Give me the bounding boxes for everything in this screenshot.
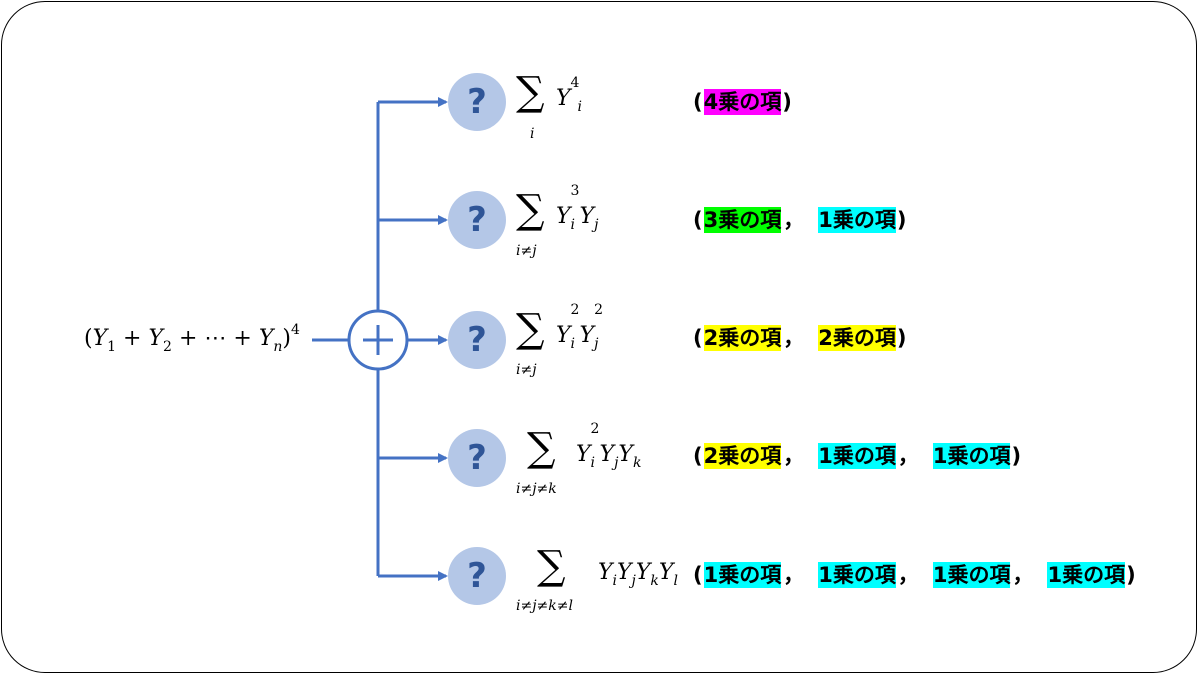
term-label: 1乗の項 [818,207,896,233]
term-label: 4乗の項 [703,89,782,115]
term-label: 3乗の項 [703,207,782,233]
question-circle-4: ? [448,429,506,487]
sum-term-1: Y 4 i [556,75,583,115]
term-label: 2乗の項 [703,325,782,351]
term-label: 1乗の項 [1047,562,1126,588]
question-mark: ? [467,200,487,240]
term-label: 1乗の項 [703,562,782,588]
question-circle-1: ? [448,73,506,131]
question-circle-2: ? [448,191,506,249]
question-circle-5: ? [448,547,506,605]
sum-term-2: Y 3 i Yj [556,183,599,233]
sum-sign-5: ∑ [537,543,566,589]
term-label: 2乗の項 [703,443,782,469]
input-expression: (Y1 + Y2 + ⋯ + Yn)4 [84,322,300,355]
sum-index-2: i≠j [516,243,537,259]
sum-index-1: i [530,126,535,142]
question-circle-3: ? [448,311,506,369]
term-label: 1乗の項 [818,562,896,588]
sum-sign-3: ∑ [516,306,545,352]
sum-term-5: YiYjYkYl [598,560,678,589]
sum-sign-2: ∑ [516,187,545,233]
sum-index-4: i≠j≠k [516,481,557,497]
sum-term-4: Y 2 i YjYk [576,421,642,471]
question-mark: ? [467,320,487,360]
sum-index-5: i≠j≠k≠l [516,598,573,614]
row-terms-2: (3乗の項，1乗の項) [693,207,907,233]
row-terms-1: (4乗の項) [693,89,792,115]
row-terms-3: (2乗の項，2乗の項) [693,325,907,351]
term-label: 1乗の項 [932,562,1011,588]
sum-term-3: Y 2 i Y 2 j [556,302,603,352]
sum-sign-1: ∑ [516,69,545,115]
sum-sign-4: ∑ [527,425,556,471]
question-mark: ? [467,82,487,122]
row-terms-4: (2乗の項，1乗の項，1乗の項) [693,443,1022,469]
row-terms-5: (1乗の項，1乗の項，1乗の項，1乗の項) [693,562,1136,588]
question-mark: ? [467,438,487,478]
term-label: 1乗の項 [932,443,1011,469]
sum-index-3: i≠j [516,362,537,378]
term-label: 1乗の項 [818,443,896,469]
term-label: 2乗の項 [818,325,896,351]
question-mark: ? [467,556,487,596]
